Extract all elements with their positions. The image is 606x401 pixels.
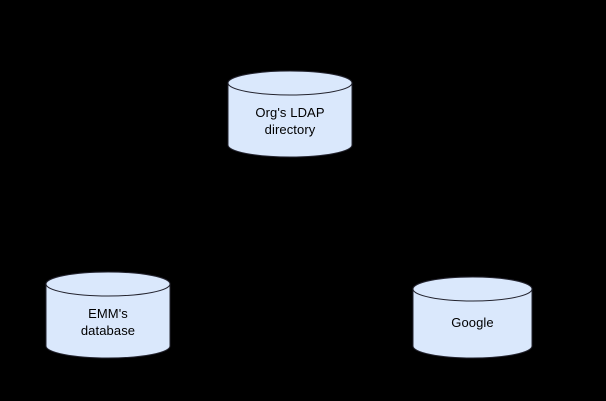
cylinder-shape-icon [412, 276, 533, 359]
database-cylinder-emm-database[interactable]: EMM's database [45, 271, 171, 359]
cylinder-shape-icon [227, 70, 353, 158]
cylinder-shape-icon [45, 271, 171, 359]
database-cylinder-org-ldap-directory[interactable]: Org's LDAP directory [227, 70, 353, 158]
database-cylinder-google[interactable]: Google [412, 276, 533, 359]
